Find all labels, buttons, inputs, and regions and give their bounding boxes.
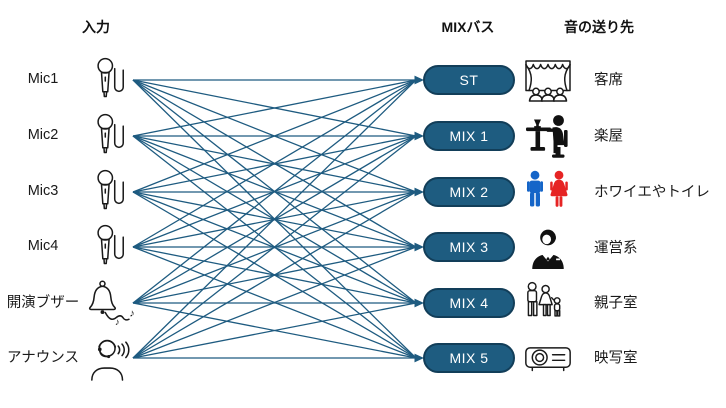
bus-pill-st: ST [423,65,515,95]
bus-label: ST [459,72,479,88]
dressing-room-icon [524,110,572,162]
destination-label: 映写室 [594,350,638,367]
bus-pill-mix-1: MIX 1 [423,121,515,151]
input-row-mic2: Mic2 [0,108,134,164]
bus-pill-mix-3: MIX 3 [423,232,515,262]
destination-row-family-room: 親子室 [524,277,724,329]
destination-row-staff: 運営系 [524,222,724,274]
mix-bus-column-header: MIXバス [441,19,495,35]
microphone-icon [88,54,134,106]
staff-suit-icon [524,222,572,274]
destination-row-dressing-room: 楽屋 [524,110,724,162]
destination-row-audience: 客席 [524,54,724,106]
input-row-mic3: Mic3 [0,164,134,220]
input-row-buzzer: 開演ブザー ♪ ♪ [0,275,135,331]
bus-label: MIX 5 [449,350,489,366]
input-row-announce: アナウンス [0,330,134,386]
destination-label: 親子室 [594,295,638,312]
bus-pill-mix-2: MIX 2 [423,177,515,207]
destination-label: 楽屋 [594,128,623,145]
microphone-icon [88,221,134,273]
restroom-man-woman-icon [524,166,572,218]
theater-stage-icon [524,54,572,106]
svg-text:♪: ♪ [115,317,120,328]
microphone-icon [88,110,134,162]
bus-pill-mix-5: MIX 5 [423,343,515,373]
bus-pill-mix-4: MIX 4 [423,288,515,318]
bus-label: MIX 4 [449,295,489,311]
inputs-column-header: 入力 [82,19,110,35]
input-row-mic4: Mic4 [0,219,134,275]
destination-label: 運営系 [594,240,638,257]
destination-row-projection-room: 映写室 [524,332,724,384]
bus-label: MIX 1 [449,128,489,144]
destination-label: 客席 [594,72,623,89]
input-label: Mic2 [27,126,59,143]
bus-label: MIX 2 [449,184,489,200]
family-icon [524,277,572,329]
microphone-icon [88,166,134,218]
input-label: アナウンス [7,350,79,367]
input-row-mic1: Mic1 [0,52,134,108]
input-label: Mic1 [27,70,59,87]
destination-label: ホワイエやトイレ [594,184,710,201]
destination-row-foyer-toilet: ホワイエやトイレ [524,166,724,218]
input-label: 開演ブザー [6,295,80,312]
buzzer-bell-icon: ♪ ♪ [88,277,135,329]
destinations-column-header: 音の送り先 [564,19,634,35]
projector-icon [524,332,572,384]
svg-text:♪: ♪ [129,307,134,319]
input-label: Mic3 [27,182,59,199]
announcer-headset-icon [88,332,134,384]
bus-label: MIX 3 [449,239,489,255]
input-label: Mic4 [27,237,59,254]
